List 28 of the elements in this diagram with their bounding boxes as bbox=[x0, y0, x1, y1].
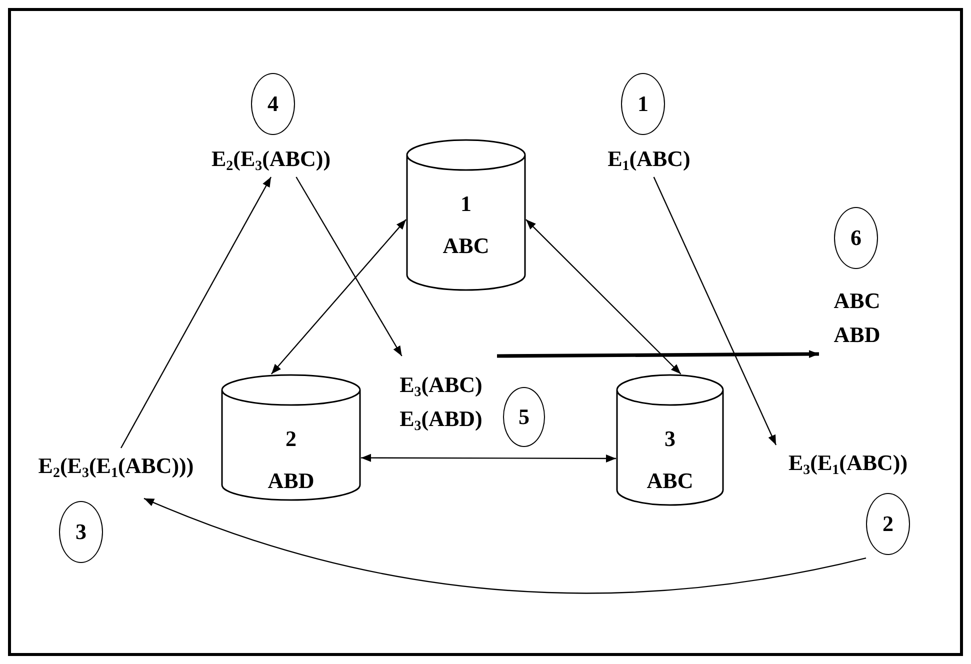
formula-label: E$_{3}$(ABD) bbox=[400, 405, 482, 436]
formula-label: ABD bbox=[834, 321, 880, 349]
arrow bbox=[296, 176, 402, 356]
arrow bbox=[144, 498, 866, 594]
formula-label: ABC bbox=[834, 286, 880, 315]
double-arrow bbox=[526, 219, 682, 374]
step-number: 6 bbox=[850, 224, 862, 252]
double-arrow bbox=[270, 219, 406, 374]
double-arrow bbox=[361, 454, 616, 462]
step-number: 5 bbox=[518, 403, 530, 432]
arrow bbox=[120, 176, 272, 448]
step-number: 4 bbox=[268, 90, 278, 118]
formula-label: E$_{2}$(E$_{3}$(ABC)) bbox=[211, 144, 331, 176]
database-content: ABD bbox=[268, 466, 314, 495]
step-number: 2 bbox=[882, 510, 894, 538]
database-content: ABC bbox=[646, 466, 694, 495]
formula-label: E$_{1}$(ABC) bbox=[608, 144, 690, 176]
formula-label: E$_{3}$(ABC) bbox=[400, 370, 482, 402]
formula-label: E$_{2}$(E$_{3}$(E$_{1}$(ABC))) bbox=[38, 452, 194, 483]
step-number: 3 bbox=[76, 518, 86, 546]
database-number: 3 bbox=[664, 425, 676, 453]
database-number: 2 bbox=[286, 425, 296, 453]
formula-label: E$_{3}$(E$_{1}$(ABC)) bbox=[788, 448, 908, 480]
step-number: 1 bbox=[638, 90, 648, 118]
database-content: ABC bbox=[442, 232, 490, 260]
arrow bbox=[653, 176, 777, 446]
arrow bbox=[496, 350, 820, 358]
database-number: 1 bbox=[460, 190, 472, 218]
